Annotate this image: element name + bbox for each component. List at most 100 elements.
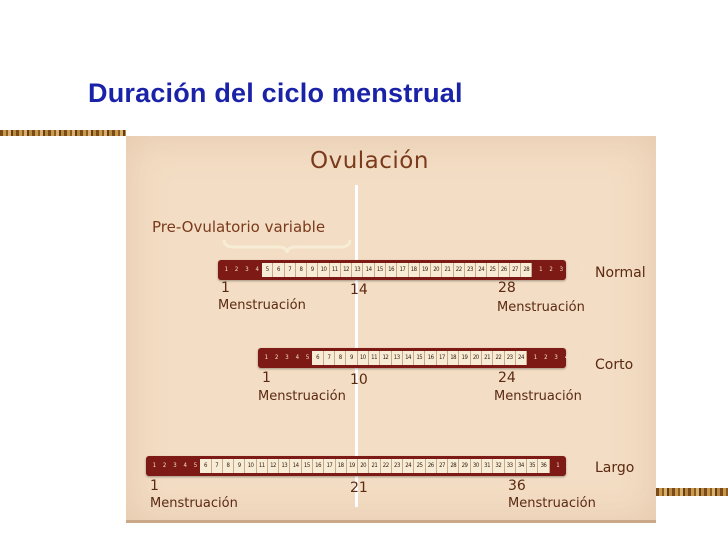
cycle-day-cell: 15 — [374, 263, 386, 277]
cycle-day-cell: 16 — [385, 263, 398, 277]
cycle-day-cell: 33 — [504, 459, 516, 473]
cycle-day-cell: 19 — [346, 459, 359, 473]
cycle-day-cell: 22 — [380, 459, 392, 473]
ovulation-day-label: 14 — [350, 282, 368, 298]
cycle-day-cell: 23 — [464, 263, 477, 277]
cycle-day-cell: 27 — [509, 263, 522, 277]
cycle-day-cell: 20 — [358, 459, 370, 473]
cycle-day-cell: 7 — [211, 459, 223, 473]
cycle-day-cell: 6 — [200, 459, 212, 473]
cycle-day-cell: 12 — [380, 351, 392, 365]
start-day-label: 1 — [150, 478, 159, 494]
menses-day-cell: 5 — [193, 462, 197, 469]
cycle-day-cell: 11 — [256, 459, 268, 473]
row-label-corto: Corto — [595, 357, 634, 373]
start-day-label: 1 — [262, 370, 271, 386]
cycle-day-cell: 15 — [301, 459, 313, 473]
ovulation-title: Ovulación — [310, 148, 429, 174]
cycle-day-cell: 17 — [324, 459, 336, 473]
cycle-day-cell: 21 — [369, 459, 381, 473]
cycle-day-cell: 20 — [431, 263, 443, 277]
cycle-day-cell: 25 — [487, 263, 499, 277]
cycle-day-cell: 23 — [504, 351, 516, 365]
cycle-day-cell: 7 — [284, 263, 296, 277]
menses-day-cell: 3 — [245, 266, 249, 273]
cycle-day-cell: 11 — [329, 263, 341, 277]
cycle-day-cell: 9 — [234, 459, 246, 473]
menses-day-cell: 5 — [574, 354, 578, 361]
menses-day-cell: 1 — [533, 354, 537, 361]
cycle-day-cell: 24 — [476, 263, 488, 277]
cycle-day-cell: 11 — [368, 351, 381, 365]
cycle-day-cell: 19 — [419, 263, 432, 277]
cycle-day-cell: 24 — [515, 351, 528, 365]
cycle-day-cell: 6 — [312, 351, 324, 365]
cycle-day-cell: 18 — [335, 459, 347, 473]
slide-title: Duración del ciclo menstrual — [88, 78, 463, 108]
start-day-label: 1 — [221, 280, 230, 296]
menses-day-cell: 1 — [152, 462, 156, 469]
cycle-day-cell: 22 — [453, 263, 465, 277]
cycle-day-cell: 8 — [295, 263, 308, 277]
cycle-day-cell: 12 — [340, 263, 353, 277]
menses-day-cell: 2 — [274, 354, 278, 361]
menses-day-cell: 4 — [569, 266, 573, 273]
menses-day-cell: 3 — [285, 354, 289, 361]
menstruation-label: Menstruación — [150, 496, 238, 511]
menses-day-cell: 4 — [564, 354, 568, 361]
cycle-day-cell: 16 — [425, 351, 437, 365]
cycle-day-cell: 12 — [267, 459, 280, 473]
cycle-day-cell: 14 — [402, 351, 415, 365]
cycle-day-cell: 10 — [357, 351, 369, 365]
row-label-normal: Normal — [595, 265, 646, 281]
pre-ovulatory-bracket — [222, 239, 352, 254]
cycle-day-cell: 10 — [245, 459, 257, 473]
cycle-day-cell: 18 — [448, 351, 460, 365]
cycle-day-cell: 27 — [436, 459, 449, 473]
menses-day-cell: 4 — [183, 462, 187, 469]
cycle-day-cell: 28 — [521, 263, 533, 277]
menses-day-cell: 1 — [264, 354, 268, 361]
cycle-day-cell: 15 — [414, 351, 426, 365]
cycle-day-cell: 13 — [279, 459, 291, 473]
menses-day-cell: 4 — [255, 266, 259, 273]
cycle-day-cell: 8 — [335, 351, 347, 365]
cycle-day-cell: 28 — [448, 459, 460, 473]
cycle-day-cell: 8 — [222, 459, 235, 473]
menses-day-cell: 1 — [539, 266, 543, 273]
cycle-day-cell: 25 — [414, 459, 426, 473]
menses-day-cell: 5 — [580, 266, 584, 273]
menstruation-label: Menstruación — [508, 496, 596, 511]
menses-day-cell: 3 — [173, 462, 177, 469]
menses-day-cell: 3 — [576, 462, 580, 469]
cycle-day-cell: 14 — [290, 459, 302, 473]
decorative-texture-left — [0, 130, 126, 136]
cycle-day-cell: 17 — [436, 351, 449, 365]
menses-day-cell: 2 — [566, 462, 570, 469]
cycle-day-cell: 36 — [538, 459, 550, 473]
menses-day-cell: 2 — [549, 266, 553, 273]
cycle-day-cell: 7 — [323, 351, 336, 365]
menses-day-cell: 2 — [234, 266, 238, 273]
menstruation-label: Menstruación — [494, 389, 582, 404]
ovulation-line — [355, 185, 358, 507]
menses-day-cell: 4 — [295, 354, 299, 361]
cycle-day-cell: 23 — [391, 459, 404, 473]
cycle-day-cell: 30 — [470, 459, 482, 473]
cycle-day-cell: 34 — [515, 459, 528, 473]
end-day-label: 36 — [508, 478, 526, 494]
cycle-day-cell: 20 — [470, 351, 482, 365]
ovulation-day-label: 21 — [350, 480, 368, 496]
menstruation-label: Menstruación — [218, 298, 306, 313]
cycle-day-cell: 6 — [273, 263, 285, 277]
cycle-day-cell: 35 — [527, 459, 539, 473]
cycle-day-cell: 19 — [459, 351, 471, 365]
cycle-day-cell: 9 — [346, 351, 358, 365]
cycle-day-cell: 29 — [459, 459, 471, 473]
cycle-day-cell: 32 — [493, 459, 505, 473]
cycle-day-cell: 22 — [493, 351, 505, 365]
cycle-day-cell: 9 — [307, 263, 319, 277]
cycle-day-cell: 26 — [498, 263, 510, 277]
